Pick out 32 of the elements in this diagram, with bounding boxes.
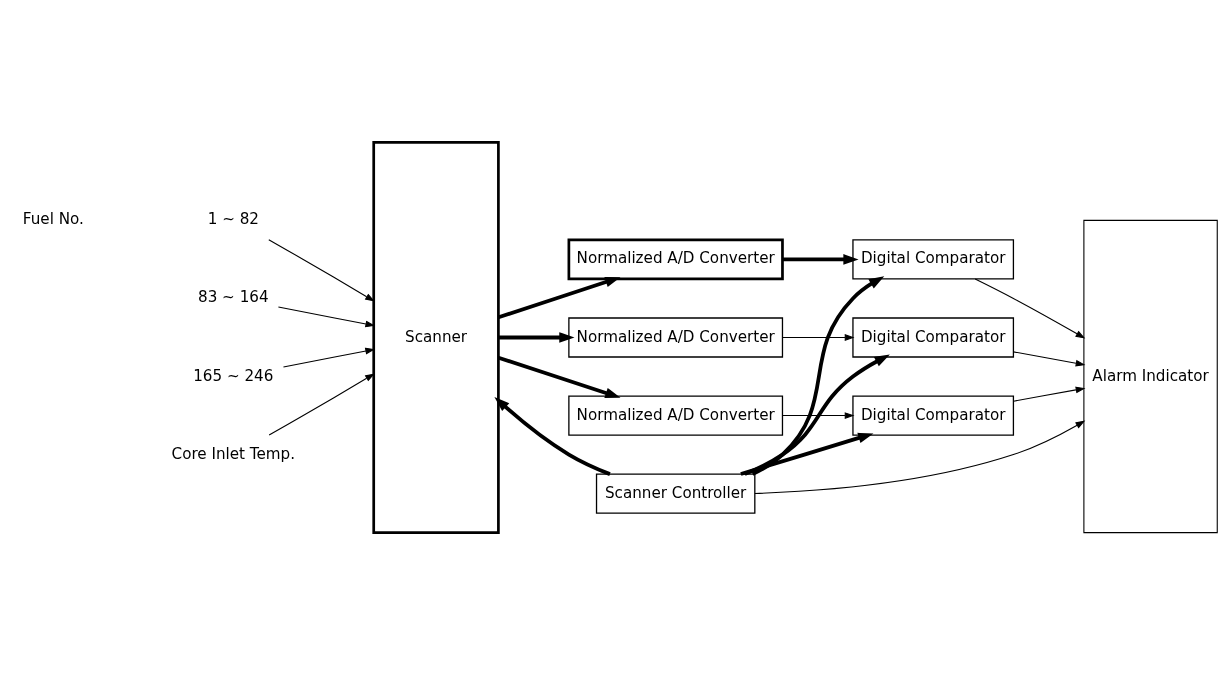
arrow xyxy=(268,238,375,302)
arrow xyxy=(782,333,855,341)
arrow xyxy=(1012,386,1086,402)
label: Fuel No. xyxy=(22,209,84,228)
node-box: Digital Comparator xyxy=(852,316,1015,358)
arrow xyxy=(494,396,611,476)
arrow xyxy=(268,372,375,436)
arrow xyxy=(498,276,621,319)
arrow xyxy=(498,331,575,343)
node-text: 1 ~ 82 xyxy=(207,209,259,228)
arrow xyxy=(277,306,376,327)
arrow xyxy=(974,277,1086,339)
arrow xyxy=(740,432,874,476)
arrow xyxy=(498,355,621,398)
node-text: 83 ~ 164 xyxy=(198,287,269,306)
node-box: Scanner Controller xyxy=(595,472,756,514)
node-box: Digital Comparator xyxy=(852,238,1015,280)
node-text: Core Inlet Temp. xyxy=(171,444,296,463)
arrow xyxy=(782,411,855,419)
node-box: Normalized A/D Converter xyxy=(568,316,784,358)
arrow xyxy=(751,275,885,476)
node-box: Digital Comparator xyxy=(852,394,1015,436)
arrow xyxy=(1012,350,1086,367)
arrow xyxy=(282,347,376,368)
node-text: 165 ~ 246 xyxy=(193,366,274,385)
arrow xyxy=(782,253,859,265)
node-box: Normalized A/D Converter xyxy=(568,394,784,436)
node-box: Scanner xyxy=(372,140,500,534)
node-box: Alarm Indicator xyxy=(1083,219,1218,533)
arrow xyxy=(754,420,1086,494)
arrow xyxy=(744,354,890,476)
node-box: Normalized A/D Converter xyxy=(567,238,784,280)
